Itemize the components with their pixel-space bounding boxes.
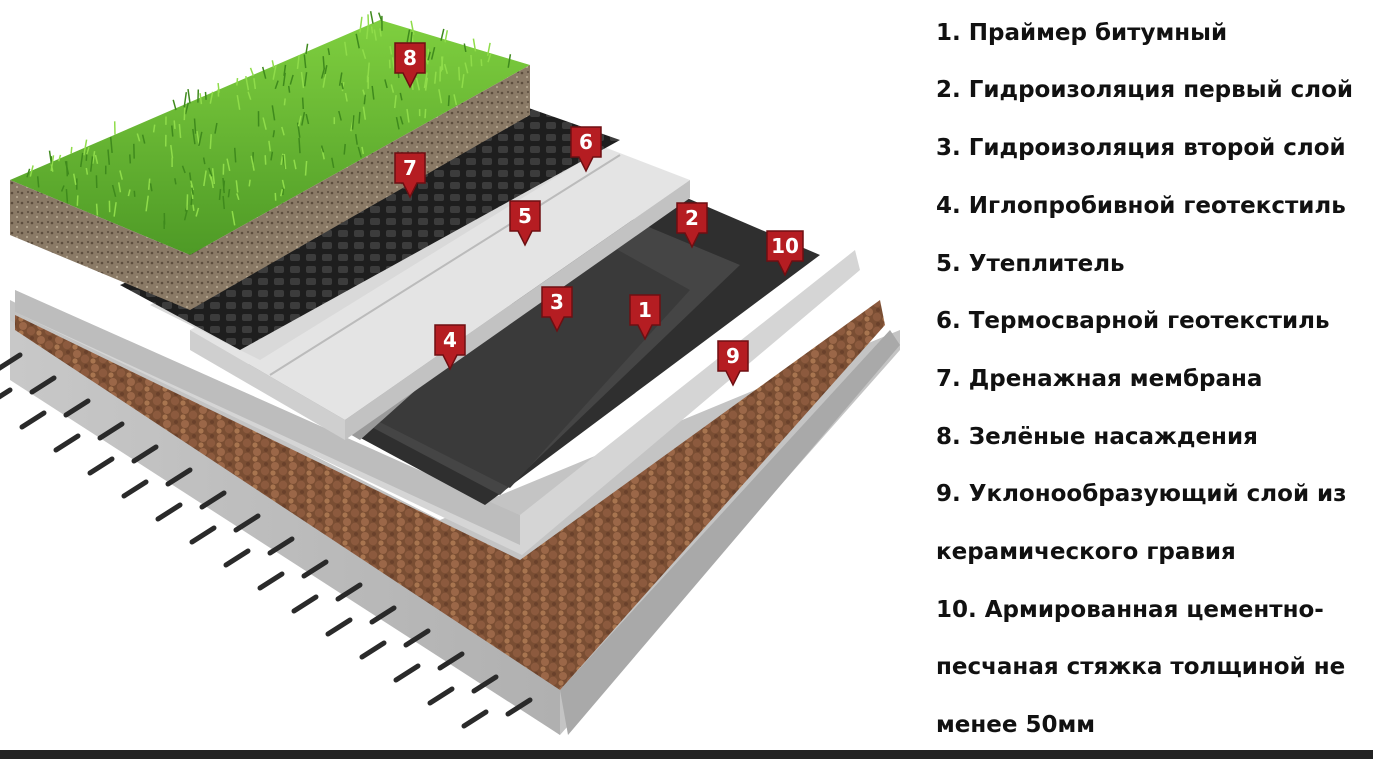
- marker-10: 10: [766, 230, 804, 277]
- marker-label: 1: [638, 298, 652, 322]
- legend-item-8: 8. Зелёные насаждения: [936, 424, 1258, 450]
- insulation-layer: [190, 130, 690, 440]
- marker-label: 4: [443, 328, 457, 352]
- marker-7: 7: [394, 152, 426, 199]
- screed-layer: [15, 250, 860, 555]
- legend-item-5: 5. Утеплитель: [936, 251, 1125, 277]
- legend-item-7: 7. Дренажная мембрана: [936, 366, 1263, 392]
- marker-label: 6: [579, 130, 593, 154]
- roof-layers-diagram: 1 2 3 4 5 6 7 8 9 10: [0, 11, 900, 735]
- legend-item-4: 4. Иглопробивной геотекстиль: [936, 193, 1346, 219]
- bottom-bar: [0, 750, 1373, 759]
- rebar-ends: [0, 352, 533, 729]
- marker-4: 4: [434, 324, 466, 371]
- marker-2: 2: [676, 202, 708, 249]
- marker-label: 8: [403, 46, 417, 70]
- legend-item-10-cont: песчаная стяжка толщиной не: [936, 654, 1346, 680]
- marker-8: 8: [394, 42, 426, 89]
- marker-label: 10: [771, 234, 799, 258]
- legend-item-1: 1. Праймер битумный: [936, 20, 1228, 46]
- waterproofing-layers: [290, 195, 820, 505]
- marker-9: 9: [717, 340, 749, 387]
- legend-item-3: 3. Гидроизоляция второй слой: [936, 135, 1346, 161]
- legend-item-6: 6. Термосварной геотекстиль: [936, 308, 1330, 334]
- legend-item-2: 2. Гидроизоляция первый слой: [936, 77, 1354, 103]
- marker-3: 3: [541, 286, 573, 333]
- marker-label: 9: [726, 344, 740, 368]
- drainage-membrane: [120, 105, 620, 350]
- marker-6: 6: [570, 126, 602, 173]
- legend-item-10: 10. Армированная цементно-: [936, 597, 1324, 623]
- legend: 1. Праймер битумный 2. Гидроизоляция пер…: [936, 0, 1373, 750]
- marker-1: 1: [629, 294, 661, 341]
- marker-5: 5: [509, 200, 541, 247]
- legend-item-9: 9. Уклонообразующий слой из: [936, 481, 1347, 507]
- legend-item-10-cont-2: менее 50мм: [936, 712, 1096, 738]
- markers: 1 2 3 4 5 6 7 8 9 10: [394, 42, 804, 387]
- marker-label: 7: [403, 156, 417, 180]
- marker-label: 2: [685, 206, 699, 230]
- marker-label: 3: [550, 290, 564, 314]
- gravel-layer: [15, 300, 885, 690]
- marker-label: 5: [518, 204, 532, 228]
- legend-item-9-cont: керамического гравия: [936, 539, 1236, 565]
- green-roof-block: [10, 11, 530, 310]
